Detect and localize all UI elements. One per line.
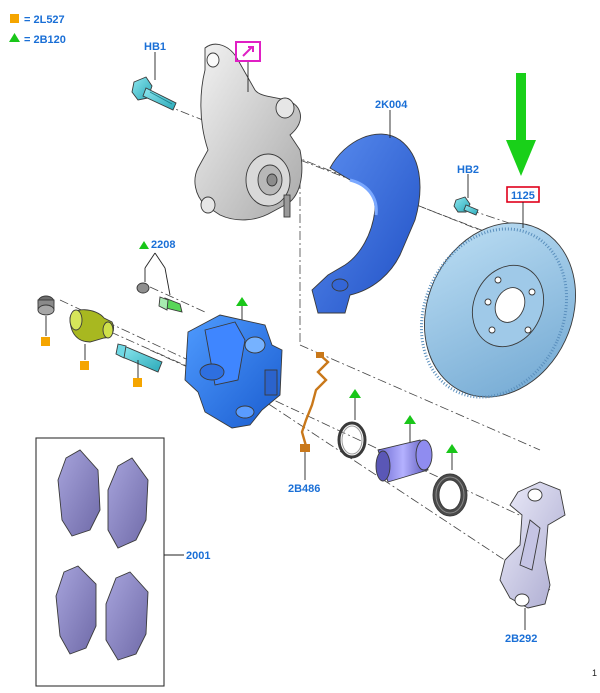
dust-shield[interactable] xyxy=(311,133,421,314)
wear-sensor[interactable] xyxy=(300,352,330,452)
legend: = 2L527 = 2B120 xyxy=(9,14,66,46)
brake-rotor[interactable] xyxy=(395,198,600,422)
legend-square-icon xyxy=(10,14,19,23)
label-2k004: 2K004 xyxy=(375,99,408,111)
label-1125: 1125 xyxy=(511,190,535,202)
wrench-icon xyxy=(242,46,254,57)
brake-caliper[interactable] xyxy=(184,314,283,429)
knuckle-marker-box xyxy=(235,41,261,62)
label-hb2: HB2 xyxy=(457,164,479,176)
guide-pin[interactable] xyxy=(115,343,163,373)
piston-triangle-icon xyxy=(404,415,416,424)
piston-dust-boot[interactable] xyxy=(432,473,468,517)
seal-triangle-icon xyxy=(349,389,361,398)
caliper-triangle-icon xyxy=(236,297,248,306)
boot-square-icon xyxy=(80,361,89,370)
page-number: 1 xyxy=(592,668,597,678)
piston-seal[interactable] xyxy=(337,421,367,459)
brake-pad-inner-top[interactable] xyxy=(57,449,101,537)
arrow-down-icon xyxy=(506,73,536,176)
pin-boot[interactable] xyxy=(69,309,115,343)
bolt-hb1[interactable] xyxy=(131,76,177,111)
pin-square-icon xyxy=(133,378,142,387)
label-2b486: 2B486 xyxy=(288,483,320,495)
label-2001: 2001 xyxy=(186,550,210,562)
label-2b292: 2B292 xyxy=(505,633,537,645)
legend-triangle-icon xyxy=(9,33,20,42)
bleeder-cap[interactable] xyxy=(37,295,55,316)
pins-triangle-icon xyxy=(139,241,149,249)
boot-triangle-icon xyxy=(446,444,458,453)
bleeder-square-icon xyxy=(41,337,50,346)
label-hb1: HB1 xyxy=(144,41,166,53)
caliper-bracket[interactable] xyxy=(499,481,566,609)
label-2208: 2208 xyxy=(151,239,175,251)
brake-pad-outer-bottom[interactable] xyxy=(105,571,149,661)
bolt-hb2[interactable] xyxy=(453,196,479,216)
brake-pad-outer-top[interactable] xyxy=(107,457,149,549)
legend-triangle-text: = 2B120 xyxy=(24,34,66,46)
guide-pin-cap[interactable] xyxy=(136,282,150,294)
steering-knuckle[interactable] xyxy=(194,43,303,221)
guide-pin-bolt[interactable] xyxy=(158,296,183,313)
caliper-piston[interactable] xyxy=(375,439,433,483)
legend-square-text: = 2L527 xyxy=(24,14,65,26)
brake-pad-inner-bottom[interactable] xyxy=(55,565,97,655)
